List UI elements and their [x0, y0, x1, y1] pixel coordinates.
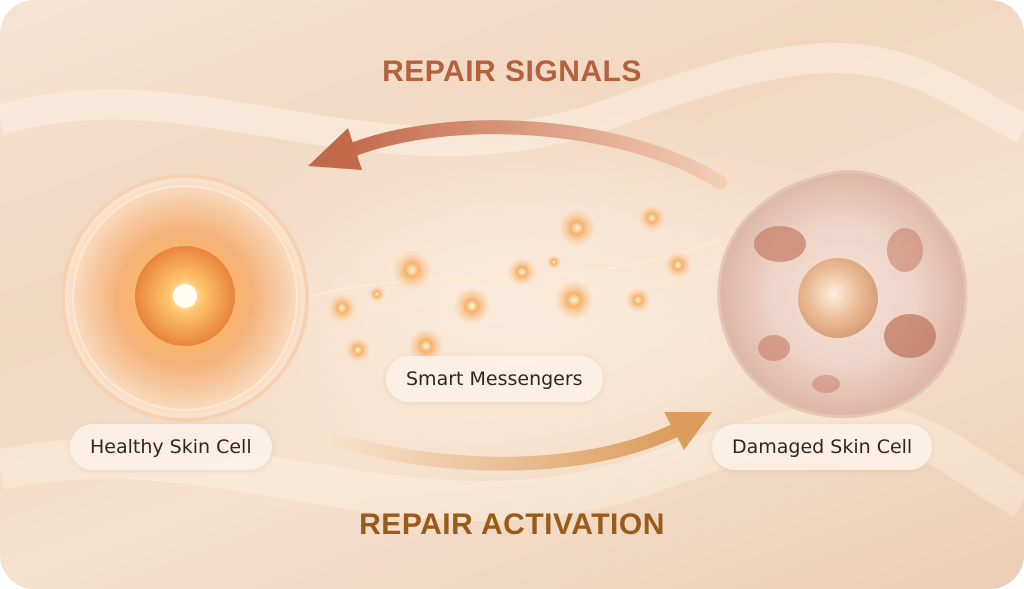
messenger-particle [369, 286, 385, 302]
healthy-skin-cell [61, 174, 309, 422]
messenger-particle [393, 251, 431, 289]
messenger-particle [328, 294, 356, 322]
smart-messengers-label: Smart Messengers [386, 356, 603, 402]
damage-spot [884, 314, 936, 358]
messenger-particle [508, 258, 536, 286]
damaged-skin-cell-label: Damaged Skin Cell [712, 424, 933, 470]
healthy-skin-cell-label: Healthy Skin Cell [70, 424, 272, 470]
messenger-particle [454, 288, 490, 324]
damage-spot [754, 226, 806, 262]
repair-activation-arrow [323, 421, 687, 471]
messenger-particle [626, 288, 650, 312]
damaged-skin-cell [717, 170, 968, 419]
messenger-particle [639, 205, 665, 231]
repair-signals-arrowhead [308, 128, 362, 170]
repair-signals-heading: REPAIR SIGNALS [382, 55, 642, 88]
smart-messengers [328, 205, 691, 363]
messenger-particle [547, 255, 561, 269]
damage-spot [812, 375, 840, 393]
repair-signals-arrow [333, 120, 727, 189]
messenger-particle [409, 329, 443, 363]
damaged-nucleus [798, 258, 878, 338]
repair-activation-arrowhead [664, 412, 712, 450]
messenger-particle [559, 210, 595, 246]
messenger-particle [665, 252, 691, 278]
messenger-particle [555, 281, 593, 319]
messenger-particle [346, 338, 370, 362]
damage-spot [758, 335, 790, 361]
damage-spot [887, 228, 923, 272]
repair-activation-heading: REPAIR ACTIVATION [359, 508, 665, 541]
